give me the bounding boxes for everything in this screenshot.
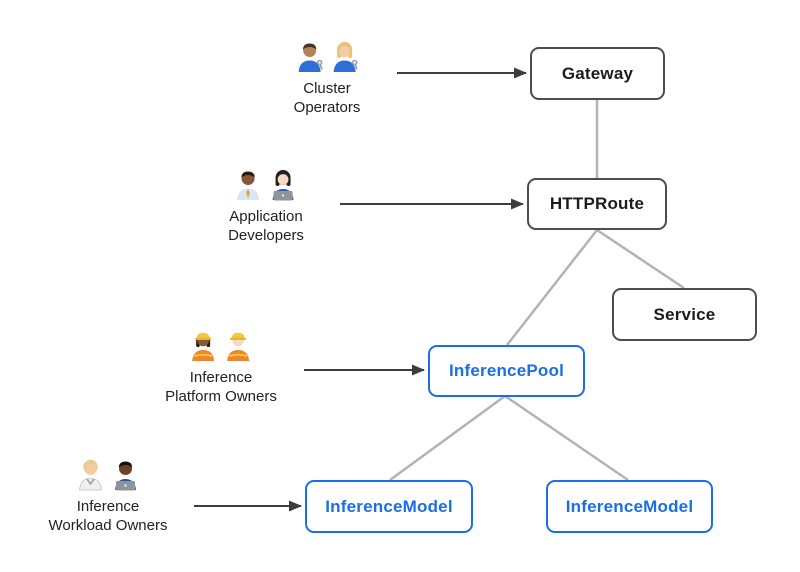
woman-construction-worker-icon bbox=[192, 332, 215, 361]
node-gateway-label: Gateway bbox=[561, 63, 634, 83]
person-health-worker-icon bbox=[78, 459, 103, 491]
persona-cluster-operators: Cluster Operators bbox=[293, 40, 361, 117]
node-httproute: HTTPRoute bbox=[527, 178, 667, 230]
node-inferencemodel-left-label: InferenceModel bbox=[325, 496, 453, 516]
persona-inference-workload-owners: Inference Workload Owners bbox=[48, 458, 168, 535]
edge-inferencepool-inferencemodel-left bbox=[389, 394, 506, 482]
persona-inference-platform-owners-label-line1: Inference bbox=[189, 369, 253, 386]
persona-inference-workload-owners-label-line2: Workload Owners bbox=[48, 517, 168, 534]
persona-inference-platform-owners: Inference Platform Owners bbox=[165, 329, 277, 406]
persona-cluster-operators-label-line1: Cluster bbox=[303, 80, 351, 97]
man-construction-worker-icon bbox=[227, 332, 250, 361]
persona-application-developers-label-line1: Application bbox=[229, 208, 303, 225]
edge-httproute-inferencepool bbox=[506, 229, 598, 346]
woman-mechanic-icon bbox=[333, 42, 358, 72]
man-technologist-icon bbox=[115, 461, 136, 491]
node-inferencepool-label: InferencePool bbox=[448, 361, 565, 380]
persona-inference-workload-owners-icons bbox=[49, 458, 168, 491]
node-inferencemodel-left: InferenceModel bbox=[305, 480, 473, 533]
node-service: Service bbox=[612, 288, 757, 341]
node-inferencemodel-right: InferenceModel bbox=[546, 480, 713, 533]
node-service-label: Service bbox=[653, 304, 716, 324]
persona-application-developers-label-line2: Developers bbox=[228, 227, 304, 244]
node-inferencemodel-right-label: InferenceModel bbox=[565, 496, 694, 516]
edge-inferencepool-inferencemodel-right bbox=[504, 394, 629, 482]
persona-cluster-operators-label-line2: Operators bbox=[293, 99, 361, 116]
man-mechanic-icon bbox=[298, 43, 323, 72]
node-inferencepool: InferencePool bbox=[428, 345, 585, 397]
persona-inference-platform-owners-icons bbox=[165, 329, 277, 362]
node-httproute-label: HTTPRoute bbox=[549, 194, 645, 213]
node-gateway: Gateway bbox=[530, 47, 665, 100]
persona-application-developers: Application Developers bbox=[228, 168, 304, 245]
edge-httproute-service bbox=[596, 228, 685, 290]
persona-inference-platform-owners-label-line2: Platform Owners bbox=[165, 388, 277, 405]
persona-inference-workload-owners-label-line1: Inference bbox=[76, 498, 140, 515]
persona-application-developers-icons bbox=[228, 168, 304, 201]
woman-technologist-icon bbox=[273, 170, 294, 201]
man-office-worker-icon bbox=[237, 171, 260, 200]
persona-cluster-operators-icons bbox=[294, 40, 361, 73]
